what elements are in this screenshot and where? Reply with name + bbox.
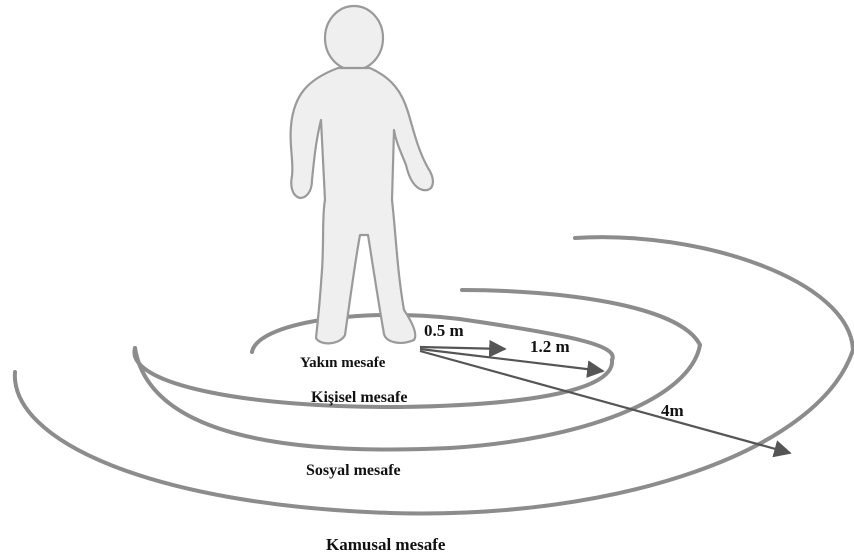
person-silhouette-icon	[291, 6, 433, 343]
arrow-intimate	[420, 347, 505, 349]
ring-public	[15, 350, 853, 513]
distance-label-intimate: 0.5 m	[424, 321, 464, 340]
ring-personal-top	[462, 290, 700, 345]
zone-rings	[15, 237, 853, 513]
ring-public-top	[575, 237, 853, 350]
distance-arrows	[420, 347, 790, 453]
zone-label-social: Sosyal mesafe	[306, 462, 401, 479]
distance-label-social: 4m	[661, 401, 684, 420]
arrow-social	[420, 351, 790, 453]
zone-label-personal: Kişisel mesafe	[311, 389, 407, 406]
zone-label-public: Kamusal mesafe	[326, 535, 446, 554]
zone-label-intimate: Yakın mesafe	[300, 355, 386, 371]
ring-social	[135, 345, 700, 449]
distance-label-personal: 1.2 m	[530, 337, 570, 356]
arrow-personal	[420, 349, 603, 371]
